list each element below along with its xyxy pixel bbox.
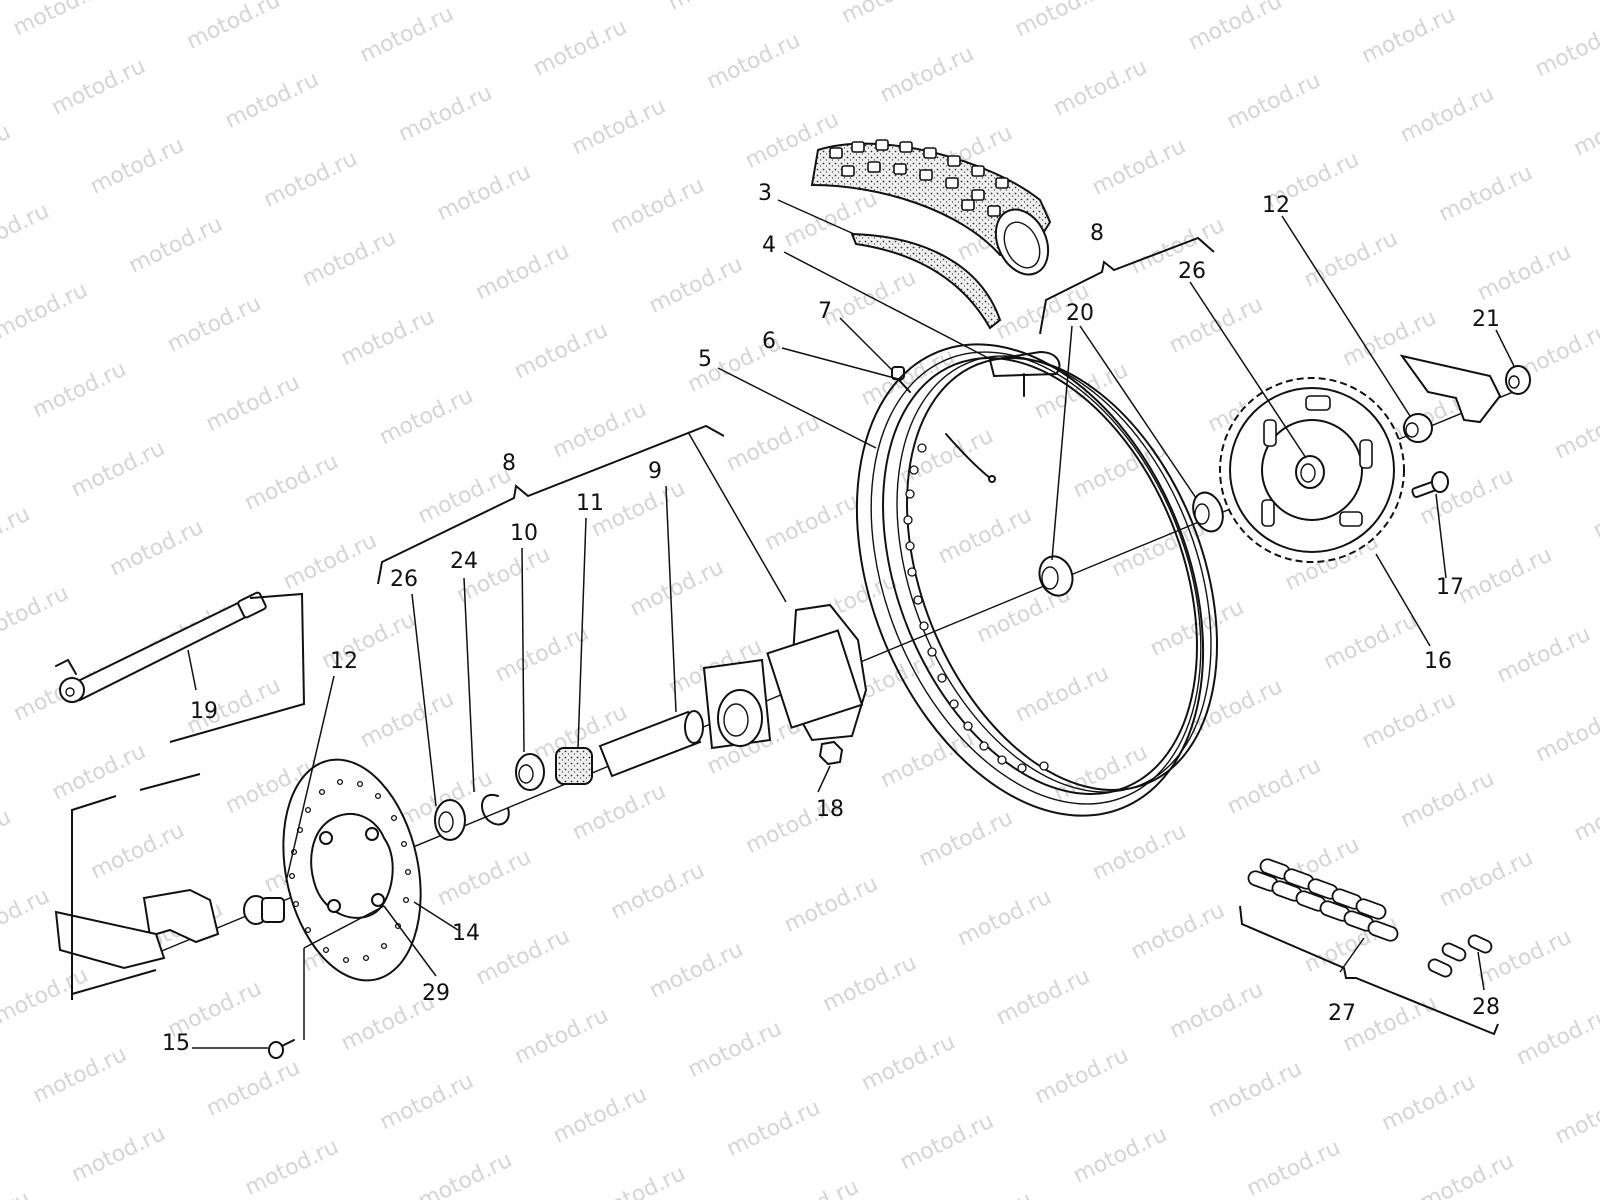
rim-band — [850, 232, 1002, 330]
bracket-group-8-left — [377, 424, 725, 585]
callout-18: 18 — [816, 797, 844, 822]
bearing-right — [1192, 491, 1224, 533]
spacer-left — [243, 895, 285, 925]
callout-8-right: 8 — [1090, 221, 1104, 246]
callout-24: 24 — [450, 549, 478, 574]
callout-5: 5 — [698, 347, 712, 372]
master-link — [1427, 934, 1493, 978]
callout-19: 19 — [190, 699, 218, 724]
hub-nut — [818, 740, 844, 766]
bearing-center — [1038, 555, 1074, 597]
disc-bolt — [268, 1039, 295, 1059]
callout-7: 7 — [818, 299, 832, 324]
rear-sprocket — [1219, 377, 1405, 563]
callout-11: 11 — [576, 491, 604, 516]
tire-section — [810, 139, 1052, 276]
callout-3: 3 — [758, 181, 772, 206]
callout-8-left: 8 — [502, 451, 516, 476]
callouts: 3 4 7 6 5 8 20 26 12 21 17 16 8 9 11 10 … — [162, 181, 1500, 1056]
drive-chain — [1247, 858, 1399, 942]
bracket-group-8-right — [1039, 236, 1215, 335]
axle-nut — [1505, 365, 1531, 395]
bracket-left-assembly — [71, 773, 201, 1000]
callout-20: 20 — [1066, 301, 1094, 326]
callout-10: 10 — [510, 521, 538, 546]
callout-12-right: 12 — [1262, 193, 1290, 218]
callout-29: 29 — [422, 981, 450, 1006]
bearing-left — [515, 753, 545, 791]
callout-26-right: 26 — [1178, 259, 1206, 284]
brake-disc — [282, 758, 422, 982]
swingarm-end — [54, 910, 166, 970]
callout-9: 9 — [648, 459, 662, 484]
callout-6: 6 — [762, 329, 776, 354]
sprocket-bolt — [1411, 471, 1449, 498]
circlip — [481, 793, 510, 826]
callout-16: 16 — [1424, 649, 1452, 674]
spacer-right — [1403, 413, 1433, 443]
callout-17: 17 — [1436, 575, 1464, 600]
wheel-hub — [702, 603, 868, 750]
callout-21: 21 — [1472, 307, 1500, 332]
callout-28: 28 — [1472, 995, 1500, 1020]
spacer-tube — [555, 747, 593, 785]
callout-15: 15 — [162, 1031, 190, 1056]
callout-12-left: 12 — [330, 649, 358, 674]
bracket-chain-27 — [1239, 905, 1499, 1036]
chain-adjuster-right — [1399, 354, 1502, 424]
bearing-spacer — [598, 710, 704, 778]
rim — [855, 343, 1218, 817]
leader-lines — [187, 199, 1515, 1049]
spoke-holes — [903, 443, 1049, 773]
callout-14: 14 — [452, 921, 480, 946]
bracket-axle-19 — [169, 592, 306, 743]
callout-4: 4 — [762, 233, 776, 258]
callout-26-left: 26 — [390, 567, 418, 592]
callout-27: 27 — [1328, 1001, 1356, 1026]
rear-axle — [55, 591, 267, 703]
oil-seal-left — [434, 799, 466, 841]
